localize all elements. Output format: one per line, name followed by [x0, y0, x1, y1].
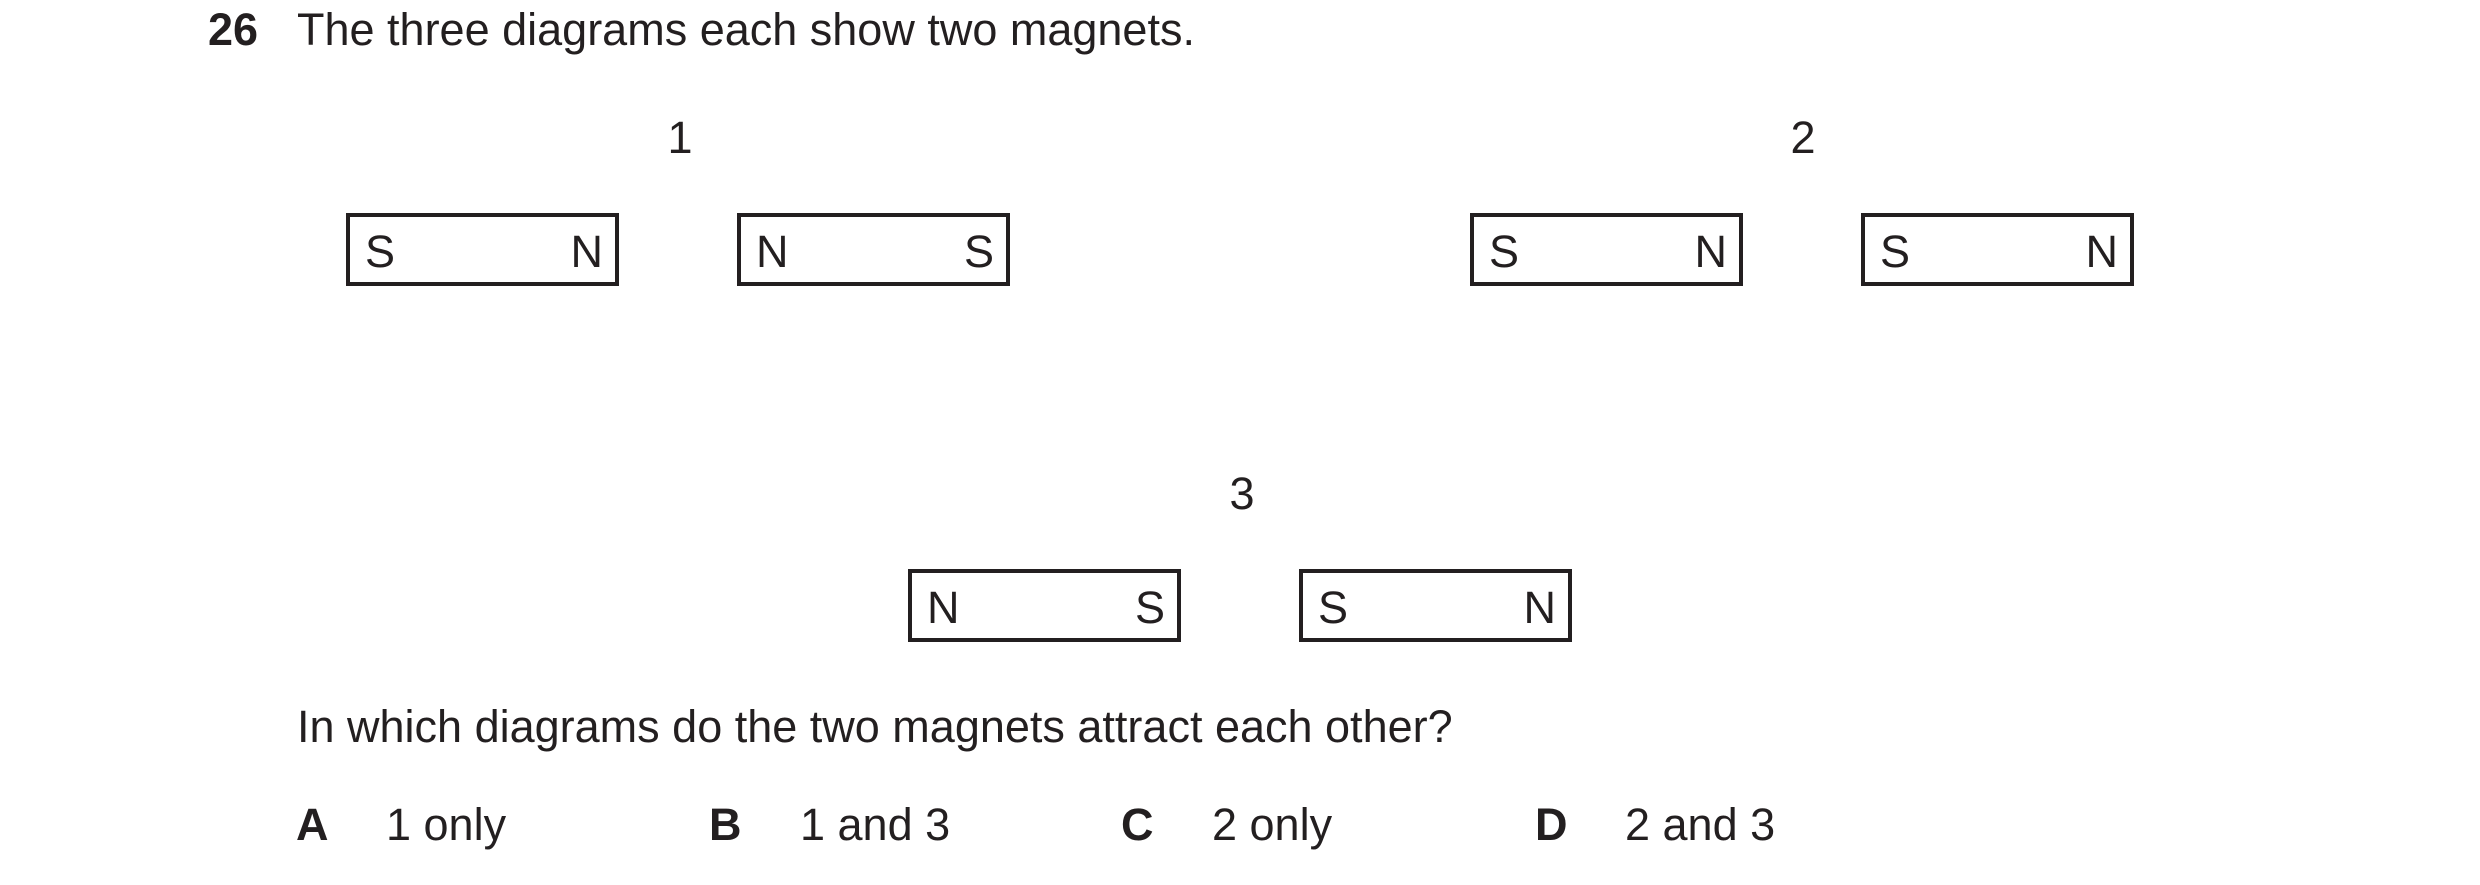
magnet: S N — [346, 213, 619, 286]
diagram-label: 3 — [1229, 468, 1255, 519]
magnet-pole-left: N — [927, 582, 960, 633]
question-prompt: In which diagrams do the two magnets att… — [297, 701, 1453, 752]
diagram-label: 2 — [1790, 112, 1816, 163]
diagram-label: 1 — [667, 112, 693, 163]
option-b-text: 1 and 3 — [800, 799, 951, 850]
magnet: S N — [1470, 213, 1743, 286]
magnet: N S — [737, 213, 1010, 286]
option-d-text: 2 and 3 — [1625, 799, 1776, 850]
magnet-pole-left: S — [365, 226, 396, 277]
magnet: S N — [1861, 213, 2134, 286]
option-b-letter: B — [709, 799, 742, 850]
magnet-pole-left: S — [1489, 226, 1520, 277]
magnet-pole-left: S — [1880, 226, 1911, 277]
question-text: The three diagrams each show two magnets… — [297, 4, 1195, 55]
magnet-pole-right: N — [1523, 582, 1557, 633]
question-number: 26 — [208, 4, 259, 55]
magnet-pole-right: S — [1134, 582, 1165, 633]
magnet: S N — [1299, 569, 1572, 642]
option-c-text: 2 only — [1212, 799, 1333, 850]
magnet-pole-right: N — [1694, 226, 1728, 277]
option-c-letter: C — [1121, 799, 1154, 850]
magnet-pole-right: N — [570, 226, 604, 277]
magnet-pole-left: N — [756, 226, 789, 277]
magnet-pole-right: S — [963, 226, 994, 277]
magnet: N S — [908, 569, 1181, 642]
option-a-text: 1 only — [386, 799, 507, 850]
option-d-letter: D — [1535, 799, 1568, 850]
magnet-pole-left: S — [1318, 582, 1349, 633]
option-a-letter: A — [296, 799, 329, 850]
magnet-pole-right: N — [2085, 226, 2119, 277]
